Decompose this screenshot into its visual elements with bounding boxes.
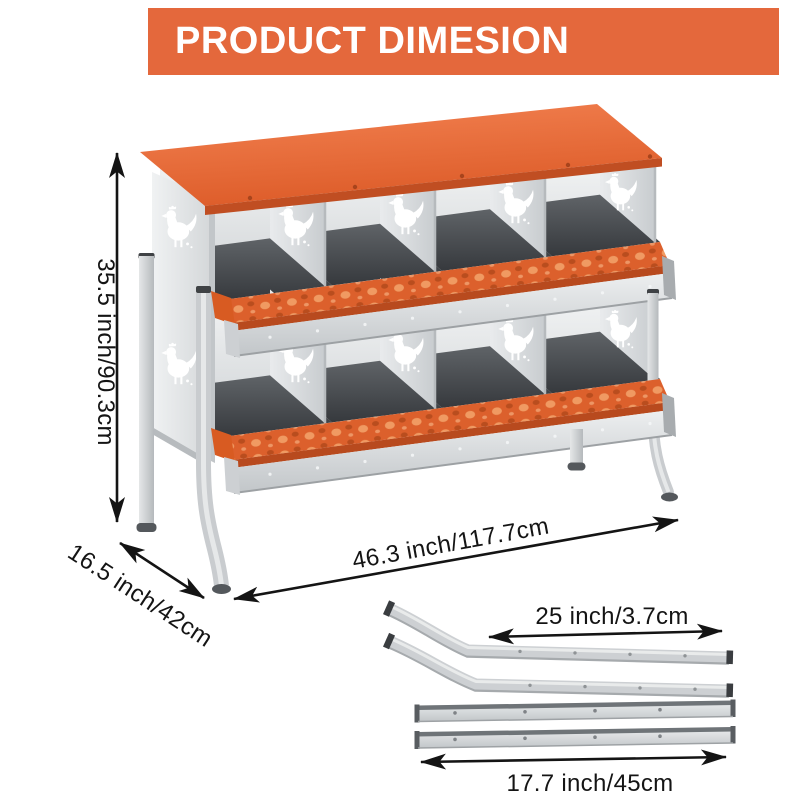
straight-rail-1 [414,699,736,723]
upper-tray-lip [232,265,670,331]
left-side-wall [152,172,215,467]
upper-egg-tray [211,242,676,358]
double-arrow-icon [420,749,727,770]
roof [140,104,662,215]
bent-leg-rail-2 [383,632,734,698]
nesting-box [136,104,678,594]
roof-fascia [205,158,662,215]
straight-rail-2 [414,726,736,749]
front-left-leg [196,286,231,594]
double-arrow-icon [488,623,723,645]
width-dimension-label: 46.3 inch/117.7cm [350,513,551,575]
page-title: PRODUCT DIMESION [175,20,570,62]
leg-rail-dimension-label: 25 inch/3.7cm [535,603,688,630]
leg-rail-dimension: 25 inch/3.7cm [488,603,723,645]
rear-left-leg [136,253,157,532]
double-arrow-icon [233,516,679,603]
lower-tray-rail [232,410,672,493]
double-arrow-icon [119,541,205,600]
width-dimension: 46.3 inch/117.7cm [233,513,679,603]
bottom-rail-dimension: 17.7 inch/45cm [420,749,727,797]
height-dimension-label: 35.5 inch/90.3cm [92,258,119,446]
lower-egg-tray [211,379,676,495]
roof-top [140,104,662,206]
parts-illustration [383,600,736,749]
depth-dimension: 16.5 inch/42cm [63,539,217,653]
lower-tray-lip [232,402,670,468]
bent-leg-rail-1 [383,600,734,665]
lower-tray-surface [222,379,670,460]
height-dimension: 35.5 inch/90.3cm [92,152,125,523]
upper-tray-rail [232,273,672,356]
bottom-rail-dimension-label: 17.7 inch/45cm [507,770,674,797]
roof-screws [247,154,653,201]
rear-right-leg [567,429,586,471]
title-banner: PRODUCT DIMESION [148,8,779,75]
upper-tray-surface [222,242,670,323]
